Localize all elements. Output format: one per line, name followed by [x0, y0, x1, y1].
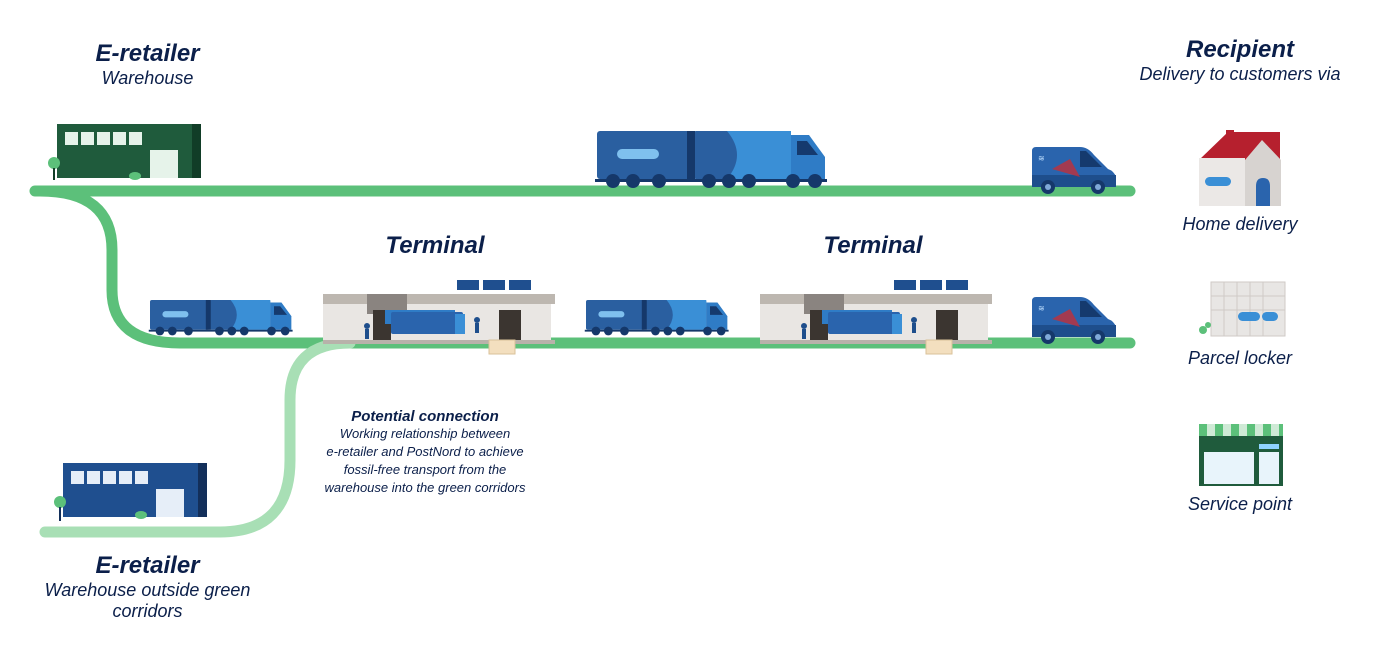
- delivery-van-icon: [1032, 147, 1116, 194]
- terminal-1-label: Terminal: [385, 232, 485, 259]
- green-warehouse-icon: [48, 124, 201, 180]
- origin-top-title: E-retailer: [95, 40, 200, 67]
- potential-route: [39, 337, 356, 538]
- origin-bottom-subtitle-2: corridors: [112, 601, 183, 621]
- origin-bottom-label: E-retailer Warehouse outside green corri…: [20, 552, 275, 622]
- terminal-building-icon: [759, 279, 993, 355]
- home-delivery-label: Home delivery: [1182, 214, 1298, 234]
- truck-icon: [584, 300, 729, 336]
- origin-top-label: E-retailer Warehouse: [60, 40, 235, 89]
- parcel-locker-icon: [1199, 281, 1286, 337]
- connector-route: [34, 185, 1136, 349]
- recipient-title: Recipient: [1185, 36, 1295, 63]
- origin-bottom-title: E-retailer: [95, 552, 200, 579]
- recipient-subtitle: Delivery to customers via: [1139, 64, 1341, 84]
- origin-top-subtitle: Warehouse: [101, 68, 194, 88]
- potential-title: Potential connection: [351, 408, 499, 425]
- service-point-icon: [1199, 424, 1283, 486]
- terminal-2-label: Terminal: [823, 232, 923, 259]
- potential-line: fossil-free transport from the: [343, 462, 507, 477]
- potential-line: e-retailer and PostNord to achieve: [326, 444, 524, 459]
- recipient-label: Recipient Delivery to customers via: [1120, 36, 1360, 85]
- parcel-locker-label: Parcel locker: [1187, 348, 1293, 368]
- long-haul-truck-icon: [595, 131, 827, 188]
- terminal-building-icon: [322, 279, 556, 355]
- potential-connection-note: Potential connection Working relationshi…: [300, 408, 550, 497]
- service-point-label: Service point: [1187, 494, 1293, 514]
- potential-line: Working relationship between: [339, 426, 511, 441]
- origin-bottom-subtitle-1: Warehouse outside green: [44, 580, 251, 600]
- truck-icon: [148, 300, 293, 336]
- potential-line: warehouse into the green corridors: [324, 480, 526, 495]
- house-icon: [1199, 130, 1281, 206]
- delivery-van-icon: [1032, 297, 1116, 344]
- blue-warehouse-icon: [54, 463, 207, 521]
